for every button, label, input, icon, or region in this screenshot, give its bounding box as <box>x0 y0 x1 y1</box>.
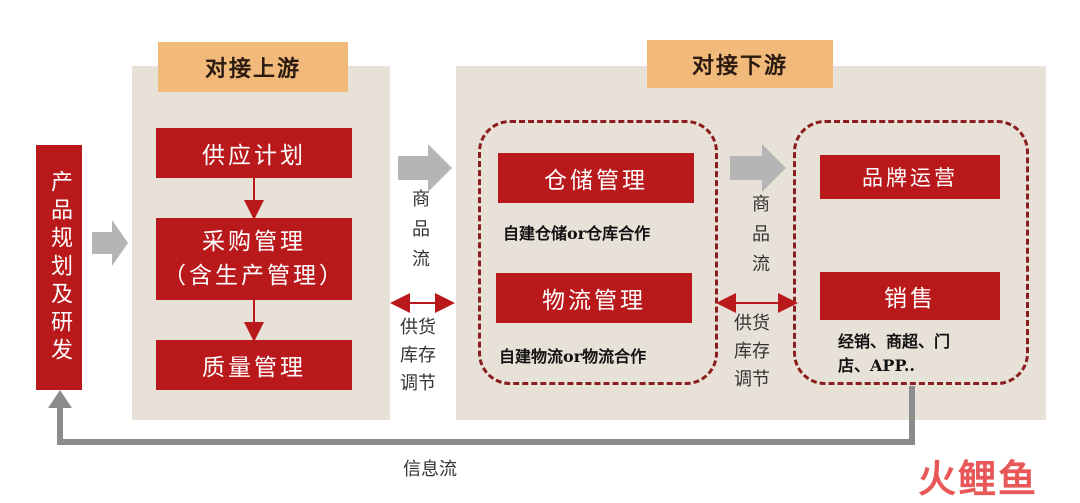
supply-plan-box: 供应计划 <box>156 128 352 178</box>
supply-adjust-label-2: 供货 库存 调节 <box>734 310 770 394</box>
purchase-line-1: 采购管理 <box>202 229 306 255</box>
logistics-management-box: 物流管理 <box>496 273 692 323</box>
info-flow-label: 信息流 <box>403 459 457 480</box>
info-flow-arrow-head <box>48 390 72 408</box>
purchase-management-box: 采购管理 （含生产管理） <box>156 218 352 300</box>
gray-arrow-to-downstream <box>398 144 452 192</box>
upstream-title: 对接上游 <box>158 42 348 92</box>
warehouse-management-box: 仓储管理 <box>498 153 694 203</box>
warehouse-logistics-group <box>478 120 718 385</box>
sales-note-line-1: 经销、商超、门 <box>838 332 951 351</box>
info-flow-loop <box>57 386 915 445</box>
goods-flow-label-1: 商 品 流 <box>412 185 430 275</box>
warehouse-note: 自建仓储or仓库合作 <box>503 224 651 243</box>
product-planning-label: 产品规划及研发 <box>47 169 72 366</box>
product-planning-box: 产品规划及研发 <box>36 145 82 390</box>
goods-flow-1-char-2: 品 <box>412 219 430 240</box>
watermark-logo: 火鲤鱼 <box>918 457 1039 501</box>
supply-adjust-2-line-2: 库存 <box>734 341 770 362</box>
logistics-note: 自建物流or物流合作 <box>499 347 647 366</box>
sales-note: 经销、商超、门 店、APP.. <box>838 330 950 378</box>
gray-arrow-to-upstream <box>92 220 128 266</box>
goods-flow-2-char-3: 流 <box>752 254 770 275</box>
goods-flow-label-2: 商 品 流 <box>752 190 770 280</box>
supply-adjust-1-line-3: 调节 <box>400 373 436 394</box>
supply-adjust-label-1: 供货 库存 调节 <box>400 314 436 398</box>
supply-adjust-2-line-1: 供货 <box>734 313 770 334</box>
goods-flow-1-char-3: 流 <box>412 249 430 270</box>
brand-sales-group <box>793 120 1029 385</box>
supply-adjust-1-line-1: 供货 <box>400 317 436 338</box>
supply-adjust-2-line-3: 调节 <box>734 369 770 390</box>
goods-flow-2-char-1: 商 <box>752 194 770 215</box>
sales-note-line-2: 店、APP.. <box>838 356 915 375</box>
purchase-line-2: （含生产管理） <box>163 263 345 289</box>
supply-adjust-1-line-2: 库存 <box>400 345 436 366</box>
goods-flow-2-char-2: 品 <box>752 224 770 245</box>
goods-flow-1-char-1: 商 <box>412 189 430 210</box>
quality-management-box: 质量管理 <box>156 340 352 390</box>
gray-arrow-to-sales-group <box>730 144 786 192</box>
sales-box: 销售 <box>820 272 1000 320</box>
downstream-title: 对接下游 <box>647 40 833 88</box>
downstream-panel <box>456 66 1046 420</box>
brand-operation-box: 品牌运营 <box>820 155 1000 199</box>
